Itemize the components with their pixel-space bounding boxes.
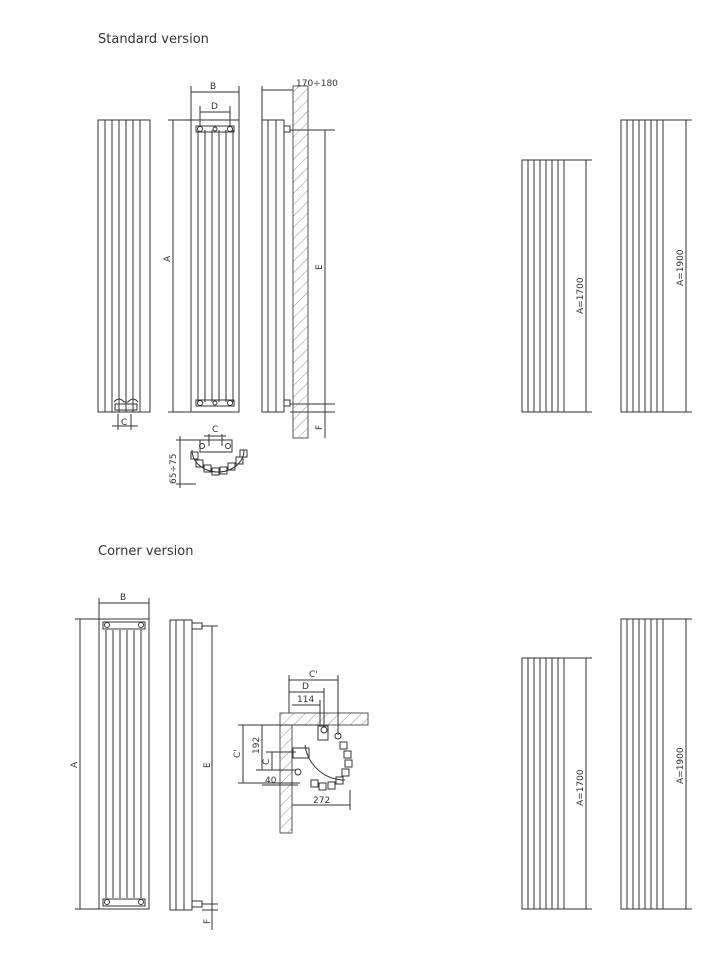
corner-plan-dim-d: D [302, 682, 309, 692]
corner-front-dim-a: A [70, 761, 80, 768]
std-top-dim-offset: 65÷75 [169, 454, 179, 484]
standard-variant-1900 [620, 119, 692, 413]
corner-profile-view [169, 619, 218, 930]
standard-version-title: Standard version [98, 32, 209, 47]
corner-variant-1900-label: A=1900 [676, 747, 686, 784]
corner-variant-1900 [620, 618, 692, 910]
corner-variant-1700-label: A=1700 [576, 769, 586, 806]
corner-profile-dim-f: F [203, 919, 213, 924]
corner-front-dim-b: B [120, 593, 126, 603]
corner-plan-dim-c: C [262, 759, 272, 765]
standard-side-view [97, 119, 151, 430]
std-profile-dim-depth: 170÷180 [296, 79, 338, 89]
corner-profile-dim-e: E [203, 762, 213, 768]
std-side-dim-c: C [121, 418, 127, 428]
corner-plan-dim-272: 272 [313, 796, 330, 806]
std-front-dim-a: A [163, 255, 173, 262]
corner-variant-1700 [521, 657, 592, 910]
corner-version-title: Corner version [98, 544, 194, 559]
std-front-dim-b: B [210, 82, 216, 92]
std-variant-1900-label: A=1900 [676, 249, 686, 286]
corner-plan-view [238, 675, 369, 834]
std-profile-dim-f: F [315, 425, 325, 430]
std-wall-hatch [292, 85, 309, 439]
standard-variant-1700 [521, 159, 592, 413]
std-top-dim-c: C [212, 425, 218, 435]
corner-plan-dim-192: 192 [252, 737, 262, 754]
std-profile-dim-e: E [315, 264, 325, 270]
corner-front-view [75, 598, 150, 910]
corner-plan-dim-c-prime-top: C' [309, 670, 318, 680]
standard-front-view [168, 86, 240, 413]
std-front-dim-d: D [211, 102, 218, 112]
corner-plan-dim-40: 40 [265, 776, 277, 786]
corner-plan-dim-114: 114 [297, 695, 314, 705]
standard-top-section [176, 434, 248, 488]
std-variant-1700-label: A=1700 [576, 277, 586, 314]
corner-plan-dim-c-prime-side: C' [233, 749, 243, 758]
